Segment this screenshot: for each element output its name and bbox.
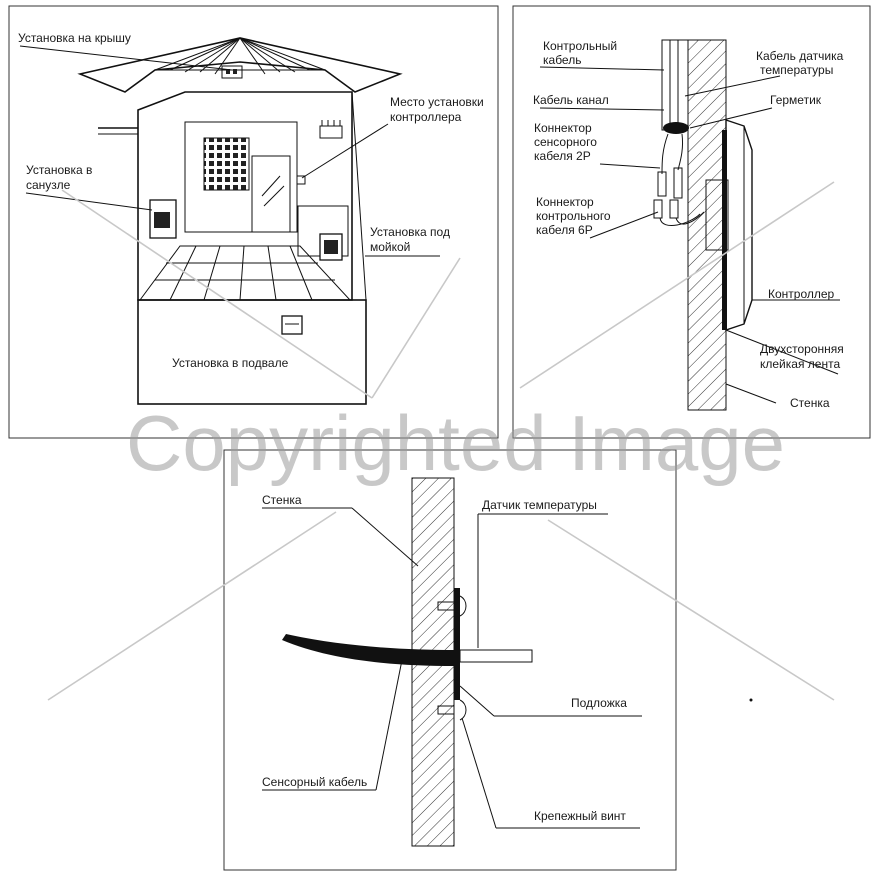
watermark-overlay: Copyrighted Image <box>47 181 835 701</box>
label-roof: Установка на крышу <box>18 31 131 45</box>
label-control-connector-1: Коннектор <box>536 195 594 209</box>
adhesive-tape <box>722 130 727 330</box>
label-sensor-connector-3: кабеля 2P <box>534 149 591 163</box>
roof-controller-icon <box>221 65 243 79</box>
basement <box>137 299 367 405</box>
label-sensor-wall: Стенка <box>262 493 302 507</box>
label-screw: Крепежный винт <box>534 809 626 823</box>
label-temp-sensor-cable-1: Кабель датчика <box>756 49 844 63</box>
controller-place-icon <box>296 175 306 185</box>
label-substrate: Подложка <box>571 696 627 710</box>
label-controller: Контроллер <box>768 287 835 301</box>
basement-controller-icon <box>281 315 303 335</box>
label-sensor-cable: Сенсорный кабель <box>262 775 367 789</box>
sensor-leader-lines <box>262 507 642 829</box>
panel-controller-mount: Контрольный кабель Кабель датчика темпер… <box>512 5 871 439</box>
label-control-connector-3: кабеля 6P <box>536 223 593 237</box>
label-controller-place-1: Место установки <box>390 95 484 109</box>
panel-house-installation: Установка на крышу Место установки контр… <box>8 5 499 439</box>
label-control-cable-1: Контрольный <box>543 39 617 53</box>
label-wall: Стенка <box>790 396 830 410</box>
house-room-drawing <box>98 91 367 405</box>
label-cable-channel: Кабель канал <box>533 93 609 107</box>
substrate-plate <box>454 588 460 700</box>
label-temp-sensor-cable-2: температуры <box>760 63 833 77</box>
label-bathroom-1: Установка в <box>26 163 92 177</box>
label-sensor-connector-2: сенсорного <box>534 135 597 149</box>
temperature-sensor-probe <box>459 649 533 663</box>
label-tape-1: Двухсторонняя <box>760 342 844 356</box>
sealant-blob <box>663 122 689 134</box>
label-sink-2: мойкой <box>370 240 410 254</box>
controller-leader-lines <box>539 66 840 404</box>
house-leader-lines <box>19 45 440 257</box>
label-basement: Установка в подвале <box>172 356 289 370</box>
sensor-connector <box>657 171 667 197</box>
wall-section <box>687 39 727 411</box>
label-sealant: Герметик <box>770 93 822 107</box>
label-sink-1: Установка под <box>370 225 450 239</box>
panel-house-frame <box>8 5 499 439</box>
controller-body <box>725 119 753 331</box>
panel-sensor-mount: Стенка Датчик температуры Подложка Сенсо… <box>223 449 753 871</box>
label-controller-place-2: контроллера <box>390 110 462 124</box>
sensor-cable <box>282 634 455 666</box>
label-bathroom-2: санузле <box>26 178 71 192</box>
label-temp-sensor: Датчик температуры <box>482 498 597 512</box>
watermark-text: Copyrighted Image <box>126 399 785 487</box>
house-roof-drawing <box>77 37 403 93</box>
screw-top <box>437 595 467 617</box>
label-control-connector-2: контрольного <box>536 209 611 223</box>
label-control-cable-2: кабель <box>543 53 581 67</box>
label-tape-2: клейкая лента <box>760 357 840 371</box>
label-sensor-connector-1: Коннектор <box>534 121 592 135</box>
control-connector <box>653 199 663 219</box>
